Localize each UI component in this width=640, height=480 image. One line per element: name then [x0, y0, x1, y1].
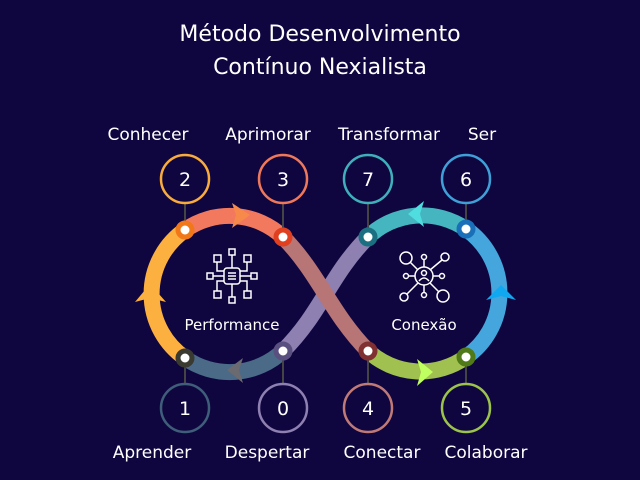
network-person-icon — [399, 251, 450, 303]
step-7: 7 — [342, 153, 394, 205]
step-label-7: Transformar — [337, 125, 440, 145]
node-dot-1 — [175, 348, 195, 368]
arrow-right-icon — [417, 359, 433, 386]
svg-text:7: 7 — [362, 169, 374, 191]
step-4: 4 — [342, 382, 394, 434]
node-dot-5 — [456, 347, 476, 367]
circuit-chip-icon — [206, 248, 258, 304]
node-dot-4 — [358, 341, 378, 361]
svg-text:5: 5 — [460, 398, 472, 420]
step-5: 5 — [440, 382, 492, 434]
node-dot-2 — [175, 220, 195, 240]
step-label-1: Aprender — [113, 443, 192, 463]
segment-conectar-colaborar — [362, 344, 471, 380]
step-label-0: Despertar — [225, 443, 310, 463]
diagram-title: Método Desenvolvimento Contínuo Nexialis… — [0, 18, 640, 84]
node-dot-3 — [273, 227, 293, 247]
step-6: 6 — [440, 153, 492, 205]
step-1: 1 — [159, 382, 211, 434]
svg-text:0: 0 — [277, 398, 289, 420]
svg-text:4: 4 — [362, 398, 374, 420]
node-dot-0 — [273, 341, 293, 361]
step-label-4: Conectar — [344, 443, 421, 463]
title-line-2: Contínuo Nexialista — [213, 55, 427, 80]
hub-label-conexao: Conexão — [391, 316, 456, 334]
step-label-2: Conhecer — [107, 125, 188, 145]
segment-aprimorar-conectar — [277, 231, 374, 357]
title-line-1: Método Desenvolvimento — [179, 22, 461, 47]
step-2: 2 — [159, 153, 211, 205]
step-3: 3 — [257, 153, 309, 205]
arrow-left-icon — [227, 358, 243, 383]
svg-text:6: 6 — [460, 169, 472, 191]
segment-conhecer-aprimorar — [180, 207, 289, 244]
arrow-up-icon — [135, 284, 166, 302]
svg-text:2: 2 — [179, 169, 191, 191]
arrow-right-icon — [232, 203, 250, 228]
node-dot-6 — [456, 219, 476, 239]
svg-text:3: 3 — [277, 169, 289, 191]
arrow-left-icon — [408, 201, 424, 227]
node-dot-7 — [358, 227, 378, 247]
step-label-3: Aprimorar — [225, 125, 311, 145]
step-label-5: Colaborar — [445, 443, 528, 463]
hub-label-performance: Performance — [184, 316, 279, 334]
svg-text:1: 1 — [179, 398, 191, 420]
step-0: 0 — [257, 382, 309, 434]
arrow-up-icon — [486, 285, 516, 300]
step-label-6: Ser — [468, 125, 496, 145]
